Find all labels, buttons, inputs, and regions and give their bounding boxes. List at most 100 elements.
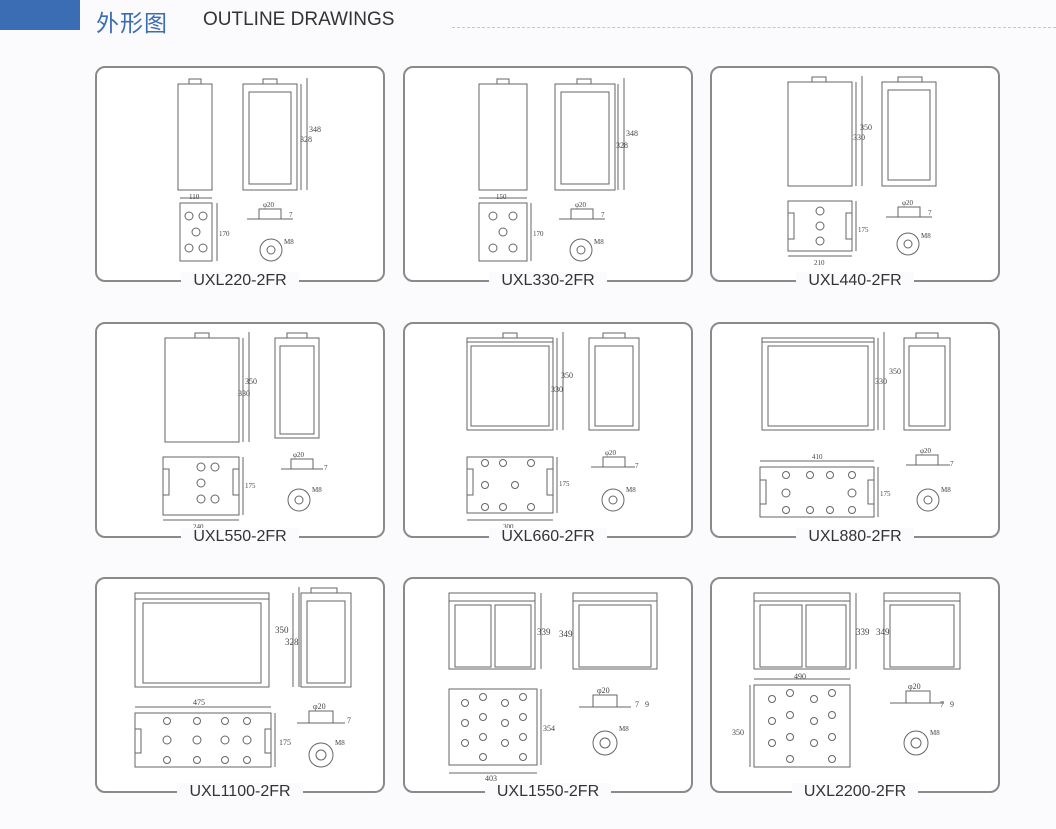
dim-depth: 354 bbox=[543, 724, 555, 733]
dim-bolt: M8 bbox=[941, 486, 951, 494]
dim-bolt: M8 bbox=[312, 486, 322, 494]
model-label: UXL550-2FR bbox=[181, 528, 299, 545]
dim-height-body: 349 bbox=[559, 629, 573, 639]
dim-width: 150 bbox=[496, 193, 507, 201]
model-caption: UXL550-2FR bbox=[97, 527, 383, 547]
dim-terminal-diameter: φ20 bbox=[575, 201, 587, 209]
dim-height-total: 350 bbox=[245, 377, 257, 386]
dim-depth: 350 bbox=[732, 728, 744, 737]
dim-depth: 175 bbox=[858, 226, 869, 234]
dim-width: 110 bbox=[189, 193, 200, 201]
dim-depth: 170 bbox=[533, 230, 544, 238]
dim-terminal-height: 7 bbox=[928, 209, 932, 217]
dim-terminal-diameter: φ20 bbox=[908, 682, 921, 691]
outline-drawing-uxl660: 350 330 300 175 φ20 7 M8 bbox=[466, 332, 640, 531]
drawing-panel-uxl220: 348 328 110 170 φ20 7 M8 UXL220-2FR bbox=[95, 66, 385, 289]
dim-depth: 175 bbox=[245, 482, 256, 490]
outline-drawing-uxl1100: 350 328 475 175 φ20 7 M8 bbox=[134, 587, 352, 768]
header-accent-bar bbox=[0, 0, 80, 30]
drawing-panel-uxl550: 350 330 240 175 φ20 7 M8 UXL550-2FR bbox=[95, 322, 385, 545]
outline-drawing-uxl2200: 339 349 490 350 φ20 7 9 M8 bbox=[732, 592, 961, 768]
dim-height-total: 348 bbox=[626, 129, 638, 138]
dim-width: 210 bbox=[814, 259, 825, 267]
model-caption: UXL440-2FR bbox=[712, 271, 998, 291]
dim-width: 490 bbox=[794, 672, 806, 681]
dim-height-total: 350 bbox=[275, 625, 289, 635]
dim-terminal-diameter: φ20 bbox=[293, 451, 305, 459]
dim-terminal-height: 7 bbox=[635, 700, 639, 709]
model-label: UXL1550-2FR bbox=[484, 783, 612, 800]
dim-terminal-diameter: φ20 bbox=[902, 199, 914, 207]
dim-width: 475 bbox=[193, 698, 205, 707]
model-caption: UXL330-2FR bbox=[405, 271, 691, 291]
dim-width: 240 bbox=[193, 523, 204, 531]
model-label: UXL220-2FR bbox=[181, 272, 299, 289]
dim-terminal-height: 7 bbox=[324, 464, 328, 472]
dim-height-body: 349 bbox=[876, 627, 890, 637]
dim-height-body: 328 bbox=[285, 637, 299, 647]
dim-height-total: 350 bbox=[889, 367, 901, 376]
model-label: UXL440-2FR bbox=[796, 272, 914, 289]
dim-terminal-diameter: φ20 bbox=[263, 201, 275, 209]
dim-width: 410 bbox=[812, 453, 823, 461]
model-label: UXL2200-2FR bbox=[791, 783, 919, 800]
dim-bolt: M8 bbox=[284, 238, 294, 246]
drawing-panel-uxl440: 350 330 210 175 φ20 7 M8 UXL440-2FR bbox=[710, 66, 1000, 289]
dim-width: 300 bbox=[503, 523, 514, 531]
model-caption: UXL660-2FR bbox=[405, 527, 691, 547]
outline-drawing-uxl440: 350 330 210 175 φ20 7 M8 bbox=[787, 76, 937, 267]
dim-bolt: M8 bbox=[626, 486, 636, 494]
dim-terminal-height: 7 bbox=[950, 460, 954, 468]
model-label: UXL660-2FR bbox=[489, 528, 607, 545]
model-label: UXL880-2FR bbox=[796, 528, 914, 545]
model-caption: UXL2200-2FR bbox=[712, 782, 998, 802]
page-title-cn: 外形图 bbox=[96, 11, 168, 37]
dim-height-total: 339 bbox=[537, 627, 551, 637]
dim-height-total: 350 bbox=[860, 123, 872, 132]
dim-bolt: M8 bbox=[921, 232, 931, 240]
outline-drawing-uxl550: 350 330 240 175 φ20 7 M8 bbox=[162, 332, 328, 531]
dim-terminal-height: 7 bbox=[347, 716, 351, 725]
dim-depth: 175 bbox=[880, 490, 891, 498]
dim-height-total: 350 bbox=[561, 371, 573, 380]
dim-height-body: 328 bbox=[300, 135, 312, 144]
model-caption: UXL880-2FR bbox=[712, 527, 998, 547]
dim-terminal-height-total: 9 bbox=[950, 700, 954, 709]
outline-drawing-uxl1550: 339 349 403 354 φ20 7 9 M8 bbox=[448, 592, 658, 783]
page-title-en: OUTLINE DRAWINGS bbox=[203, 9, 395, 30]
dim-terminal-height: 7 bbox=[289, 211, 293, 219]
outline-drawing-uxl880: 350 330 410 175 φ20 7 M8 bbox=[759, 332, 954, 518]
dim-height-total: 348 bbox=[309, 125, 321, 134]
dim-terminal-height: 7 bbox=[601, 211, 605, 219]
outline-drawing-uxl220: 348 328 110 170 φ20 7 M8 bbox=[177, 78, 321, 262]
dim-bolt: M8 bbox=[335, 739, 345, 747]
drawing-panel-uxl880: 350 330 410 175 φ20 7 M8 UXL880-2FR bbox=[710, 322, 1000, 545]
dim-terminal-height-total: 9 bbox=[645, 700, 649, 709]
model-label: UXL330-2FR bbox=[489, 272, 607, 289]
model-label: UXL1100-2FR bbox=[177, 783, 303, 800]
drawing-panel-uxl660: 350 330 300 175 φ20 7 M8 UXL660-2FR bbox=[403, 322, 693, 545]
drawing-panel-uxl1100: 350 328 475 175 φ20 7 M8 UXL1100-2FR bbox=[95, 577, 385, 800]
dim-height-body: 330 bbox=[853, 133, 865, 142]
dim-height-body: 330 bbox=[551, 385, 563, 394]
dim-terminal-height: 7 bbox=[940, 700, 944, 709]
dim-height-body: 330 bbox=[238, 389, 250, 398]
dim-terminal-diameter: φ20 bbox=[597, 686, 610, 695]
dim-depth: 175 bbox=[559, 480, 570, 488]
drawing-panel-uxl330: 348 328 150 170 φ20 7 M8 UXL330-2FR bbox=[403, 66, 693, 289]
dim-depth: 170 bbox=[219, 230, 230, 238]
drawing-panel-uxl1550: 339 349 403 354 φ20 7 9 M8 UXL1550-2FR bbox=[403, 577, 693, 800]
drawing-panel-uxl2200: 339 349 490 350 φ20 7 9 M8 UXL2200-2FR bbox=[710, 577, 1000, 800]
outline-drawing-uxl330: 348 328 150 170 φ20 7 M8 bbox=[478, 78, 638, 262]
model-caption: UXL1550-2FR bbox=[405, 782, 691, 802]
dim-height-total: 339 bbox=[856, 627, 870, 637]
dim-terminal-diameter: φ20 bbox=[605, 449, 617, 457]
dim-bolt: M8 bbox=[594, 238, 604, 246]
dim-width: 403 bbox=[485, 774, 497, 783]
dim-terminal-height: 7 bbox=[635, 462, 639, 470]
model-caption: UXL1100-2FR bbox=[97, 782, 383, 802]
dim-height-body: 330 bbox=[875, 377, 887, 386]
dim-bolt: M8 bbox=[930, 729, 940, 737]
header-divider bbox=[452, 27, 1056, 28]
dim-depth: 175 bbox=[279, 738, 291, 747]
